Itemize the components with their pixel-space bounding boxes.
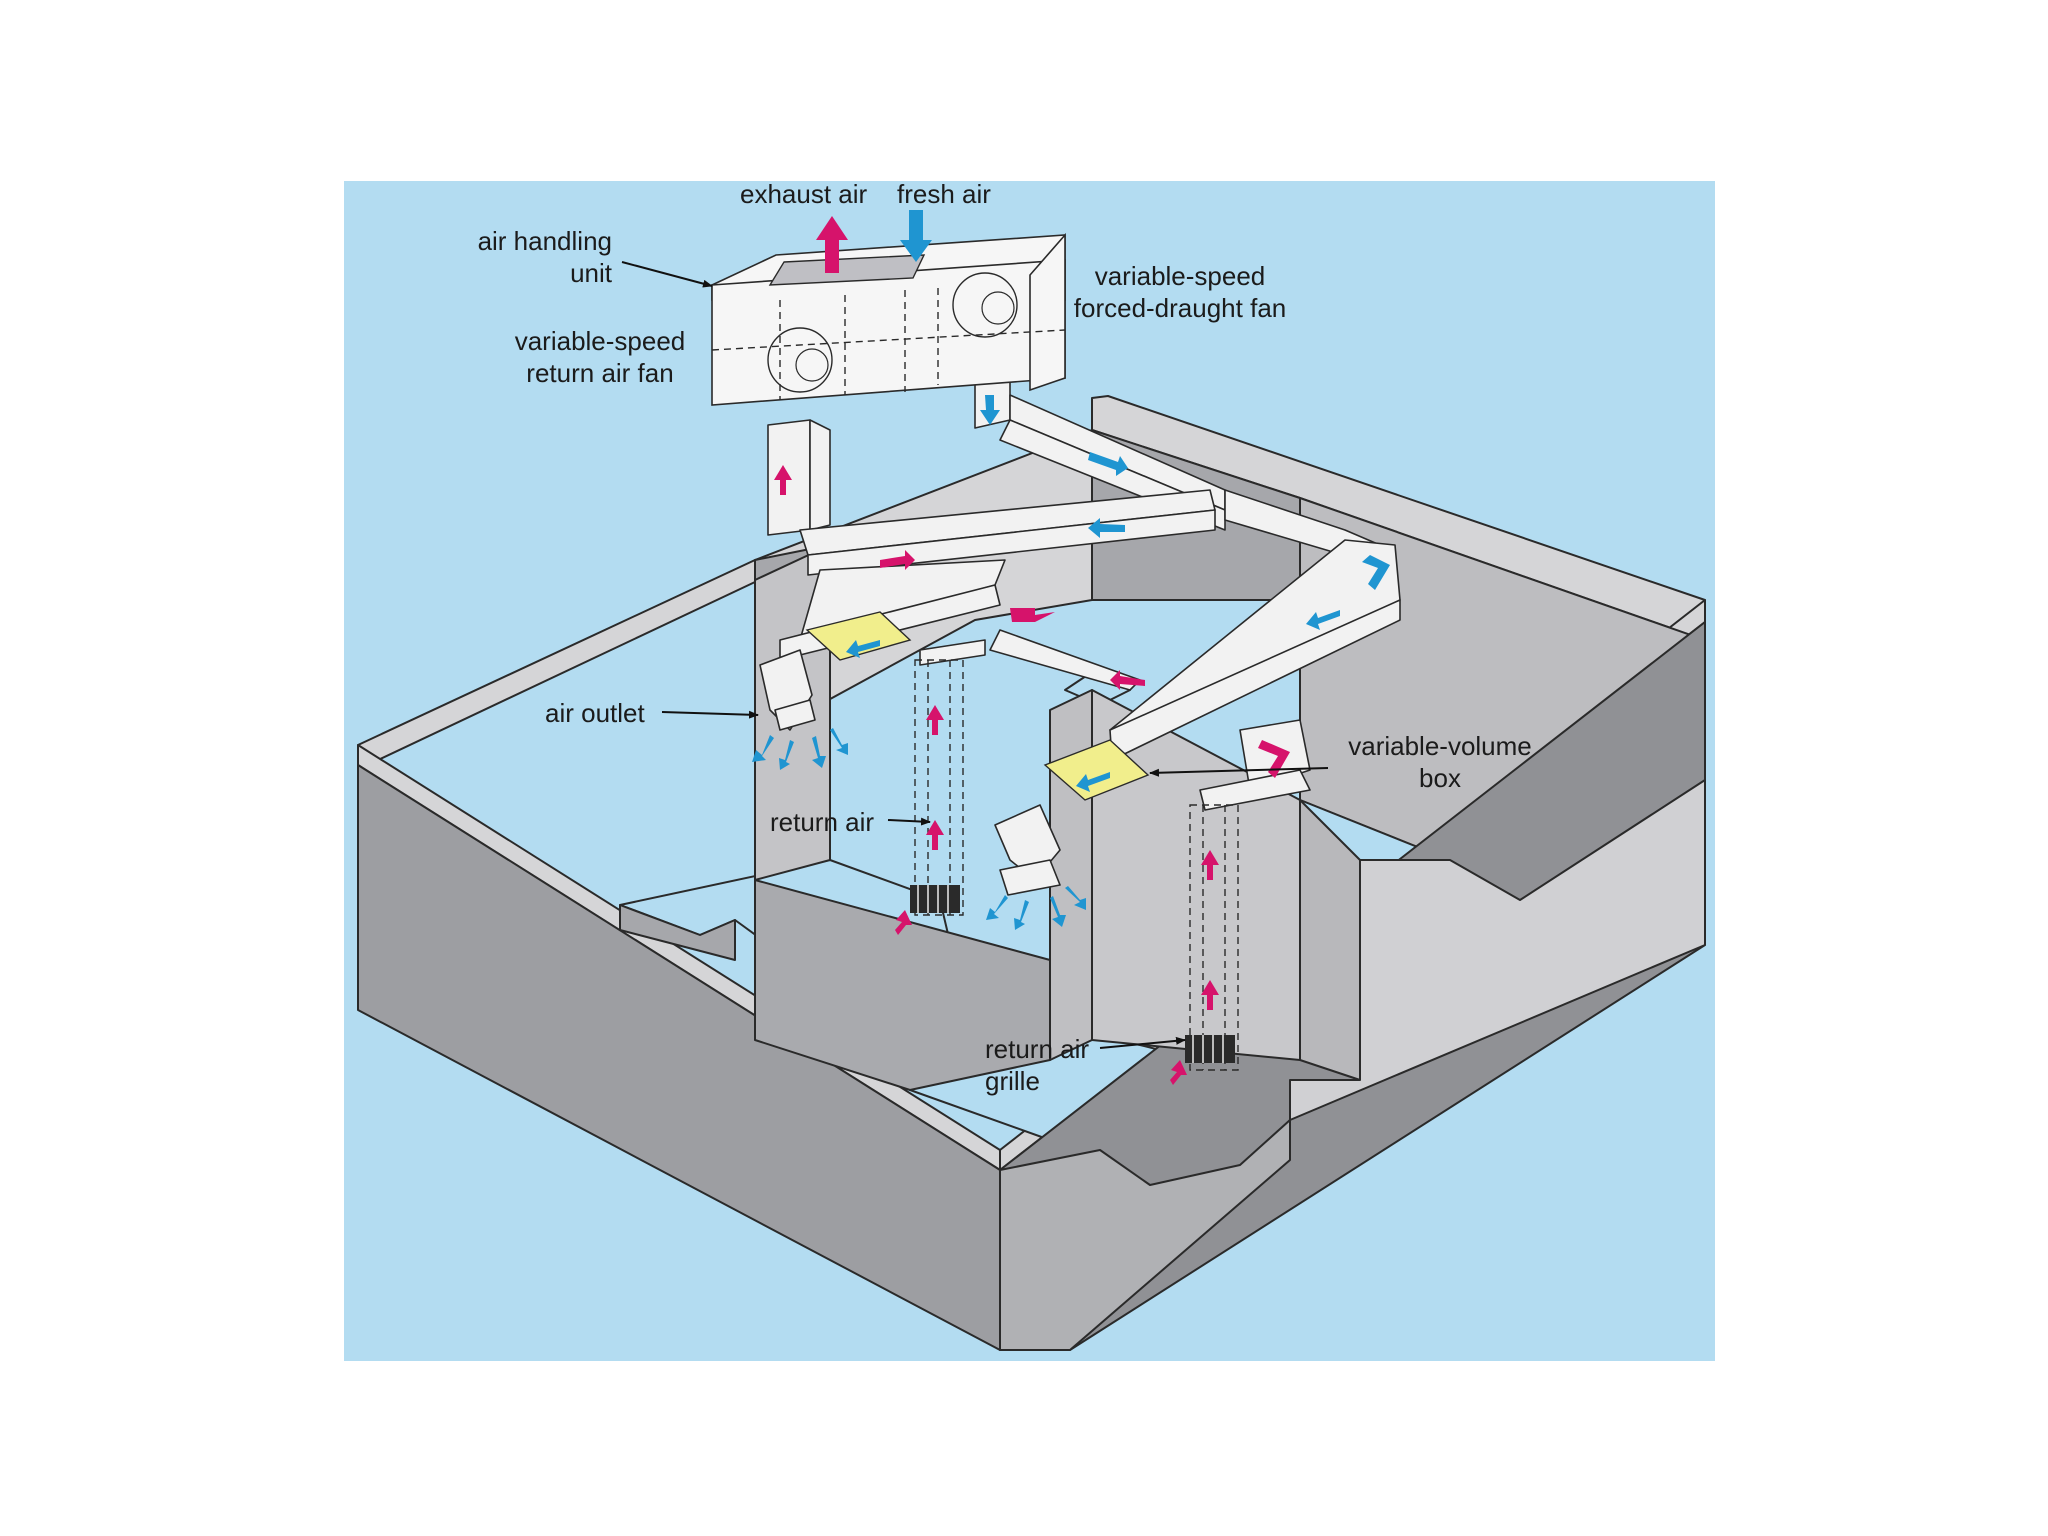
air-handling-unit-line-2: unit	[570, 258, 612, 288]
supply-arrow-icon	[752, 395, 1390, 930]
air-handling-unit-label: air handling unit	[430, 225, 612, 289]
exhaust-air-label: exhaust air	[740, 179, 868, 209]
return-air-fan-line-2: return air fan	[526, 358, 674, 388]
air-handling-unit-line-1: air handling	[477, 226, 612, 256]
return-air-grille-line-2: grille	[985, 1066, 1040, 1096]
forced-draught-fan-label: variable-speed forced-draught fan	[1055, 260, 1305, 324]
variable-volume-box-line-2: box	[1419, 763, 1461, 793]
return-air-fan-line-1: variable-speed	[514, 326, 686, 356]
vav-box-left	[805, 611, 912, 661]
return-air-grille-label: return air grille	[985, 1033, 1089, 1097]
air-outlet-label: air outlet	[545, 698, 645, 728]
exhaust-arrow-icon	[816, 216, 848, 273]
forced-draught-fan-line-1: variable-speed	[1094, 261, 1266, 291]
return-air-grille-line-1: return air	[985, 1034, 1090, 1064]
vav-box-right	[1043, 739, 1150, 801]
return-air-label: return air	[770, 807, 875, 837]
return-air-fan-label: variable-speed return air fan	[495, 325, 705, 389]
fresh-air-arrow-icon	[900, 210, 932, 262]
air-handling-unit	[711, 232, 1066, 406]
return-risers	[914, 659, 1239, 1071]
fan-icon	[767, 272, 1018, 393]
grille-icon	[910, 885, 1235, 1063]
ductwork	[759, 371, 1401, 896]
variable-volume-box-label: variable-volume box	[1325, 730, 1555, 794]
leader-lines	[621, 261, 1329, 1049]
variable-volume-box-line-1: variable-volume	[1348, 731, 1532, 761]
forced-draught-fan-line-2: forced-draught fan	[1073, 293, 1287, 323]
return-arrow-icon	[774, 465, 1290, 1085]
fresh-air-label: fresh air	[897, 179, 991, 209]
